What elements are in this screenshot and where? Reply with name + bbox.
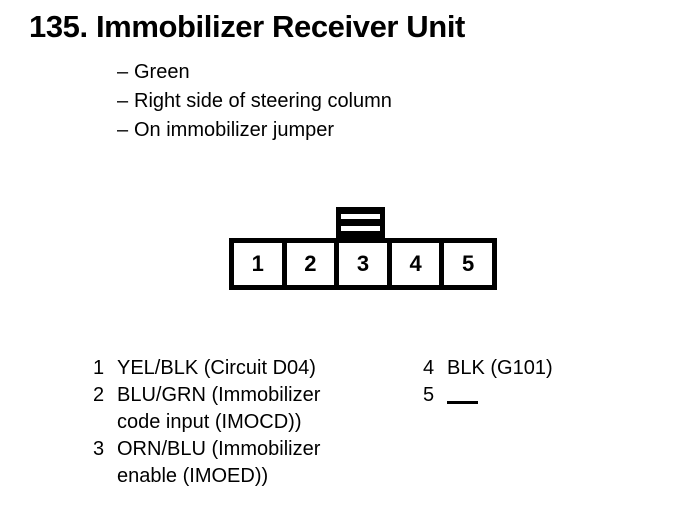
unused-pin-dash-icon — [447, 400, 478, 404]
connector-pin-4: 4 — [391, 243, 440, 285]
dash-bullet-icon: – — [117, 90, 129, 112]
pin-description-line: BLU/GRN (Immobilizer — [117, 384, 321, 406]
connector-body: 1 2 3 4 5 — [229, 238, 497, 290]
pin-description: BLK (G101) — [447, 355, 673, 382]
connector-diagram: 1 2 3 4 5 — [229, 207, 497, 290]
connector-pin-3: 3 — [339, 243, 387, 285]
tab-slot — [341, 226, 380, 231]
tab-slot — [341, 214, 380, 219]
pin-description: BLU/GRN (Immobilizer code input (IMOCD)) — [117, 382, 393, 436]
pin-description-unused — [447, 382, 673, 409]
spec-item: – Right side of steering column — [117, 87, 577, 116]
pin-number: 2 — [93, 384, 105, 406]
pin-legend-entry: 3 ORN/BLU (Immobilizer enable (IMOED)) — [93, 436, 393, 490]
connector-pin-1: 1 — [234, 243, 282, 285]
pin-legend: 1 YEL/BLK (Circuit D04) 2 BLU/GRN (Immob… — [0, 355, 688, 505]
pin-number: 1 — [93, 357, 105, 379]
pin-description-line: enable (IMOED)) — [117, 465, 269, 487]
spec-item-label: Green — [134, 61, 190, 83]
dash-bullet-icon: – — [117, 61, 129, 83]
pin-description-line: code input (IMOCD)) — [117, 411, 302, 433]
pin-legend-entry: 2 BLU/GRN (Immobilizer code input (IMOCD… — [93, 382, 393, 436]
dash-bullet-icon: – — [117, 119, 129, 141]
pin-legend-left-column: 1 YEL/BLK (Circuit D04) 2 BLU/GRN (Immob… — [93, 355, 393, 490]
pin-legend-entry: 1 YEL/BLK (Circuit D04) — [93, 355, 393, 382]
pin-number: 5 — [423, 384, 435, 406]
pin-description-line: ORN/BLU (Immobilizer — [117, 438, 321, 460]
connector-locking-tab-icon — [336, 207, 385, 240]
spec-item: – Green — [117, 58, 577, 87]
spec-item: – On immobilizer jumper — [117, 116, 577, 145]
pin-description-line: YEL/BLK (Circuit D04) — [117, 357, 316, 379]
pin-number: 3 — [93, 438, 105, 460]
connector-pin-5: 5 — [444, 243, 492, 285]
pin-legend-entry: 4 BLK (G101) — [423, 355, 673, 382]
page-title: 135. Immobilizer Receiver Unit — [29, 9, 465, 44]
pin-legend-right-column: 4 BLK (G101) 5 — [423, 355, 673, 409]
spec-item-label: On immobilizer jumper — [134, 119, 335, 141]
pin-legend-entry: 5 — [423, 382, 673, 409]
pin-description: ORN/BLU (Immobilizer enable (IMOED)) — [117, 436, 393, 490]
spec-item-label: Right side of steering column — [134, 90, 392, 112]
connector-pin-2: 2 — [286, 243, 335, 285]
specification-list: – Green – Right side of steering column … — [117, 58, 577, 145]
pin-description-line: BLK (G101) — [447, 357, 553, 379]
pin-description: YEL/BLK (Circuit D04) — [117, 355, 393, 382]
pin-number: 4 — [423, 357, 435, 379]
